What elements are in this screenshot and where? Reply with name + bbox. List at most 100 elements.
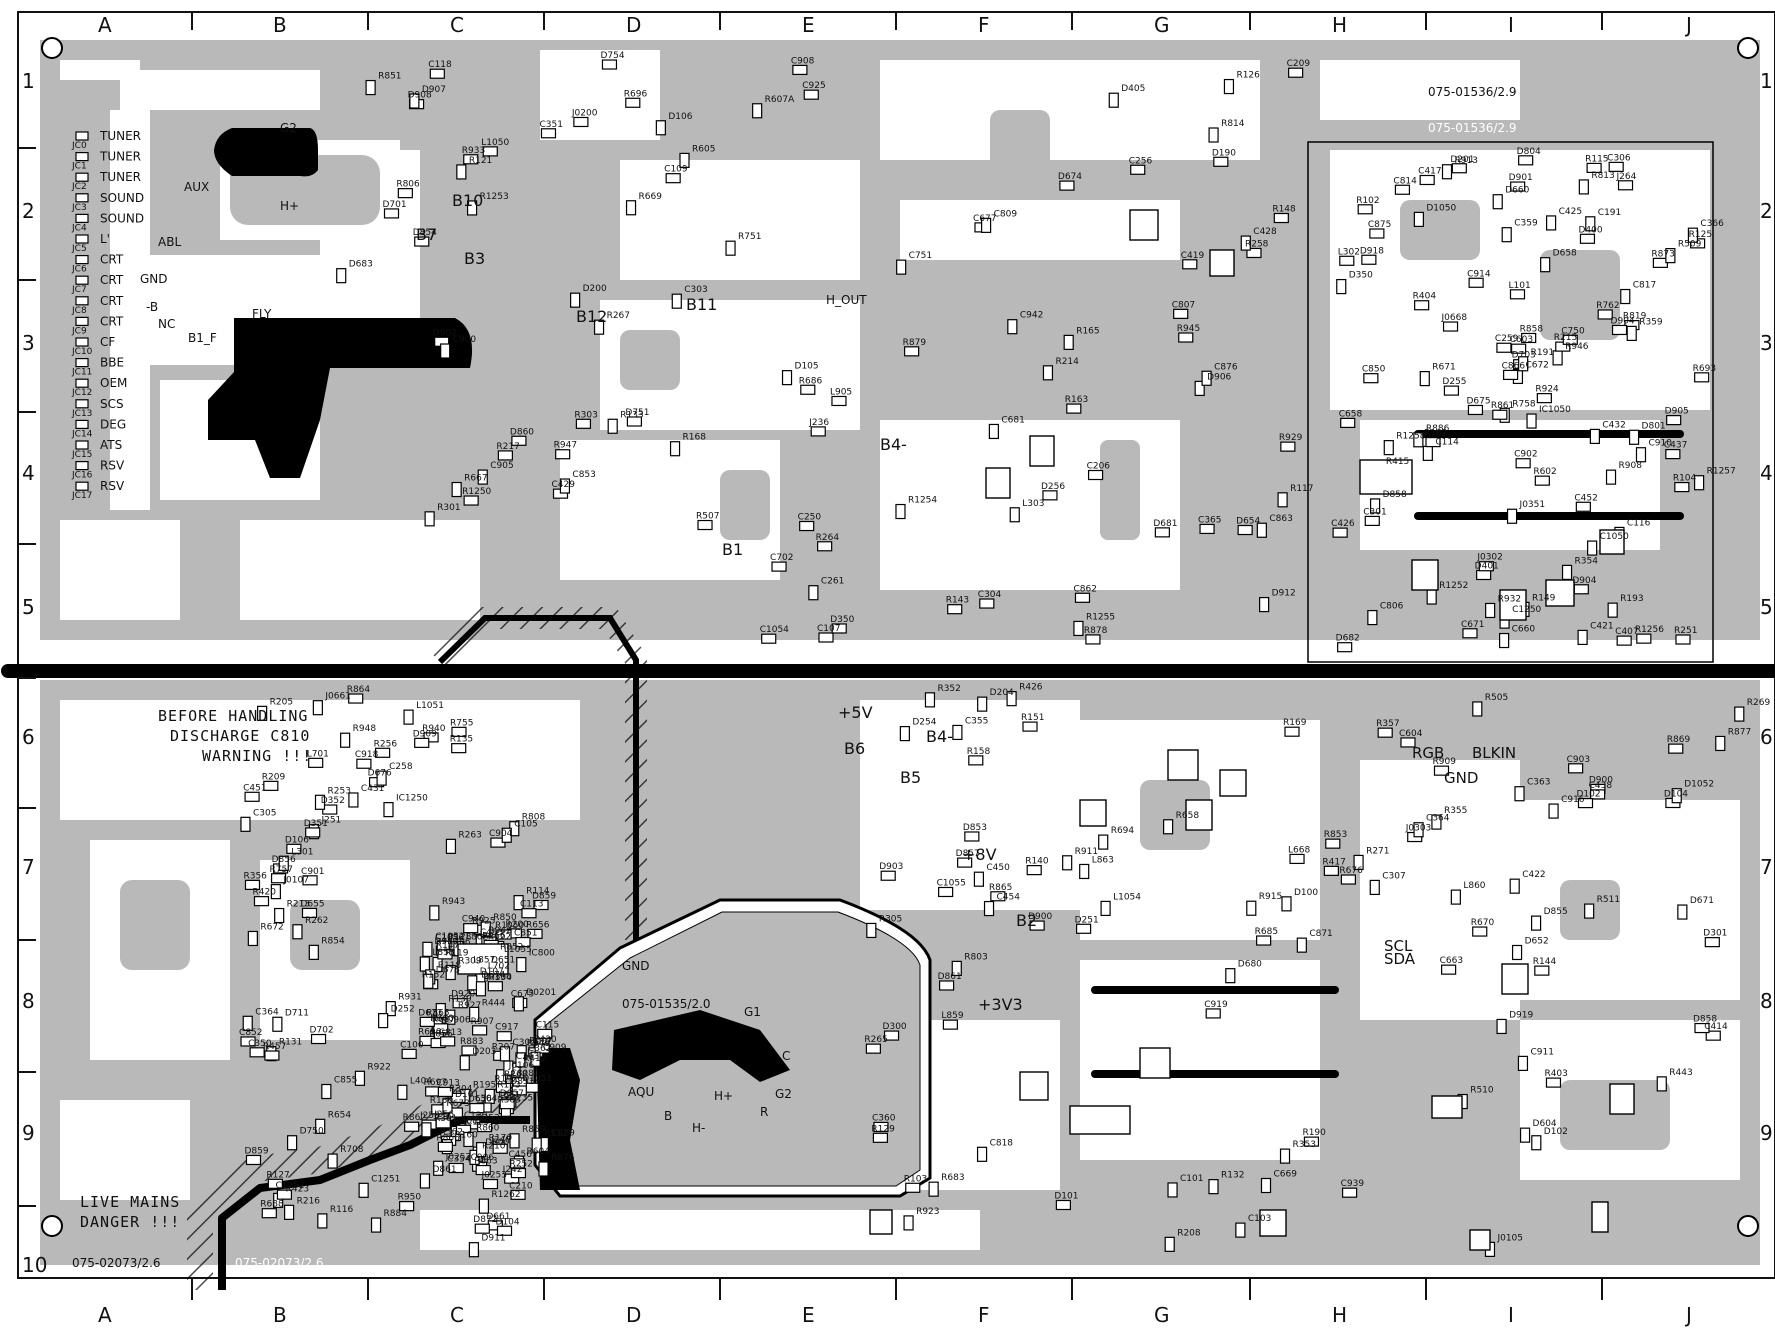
component-ref: R925 (472, 916, 495, 926)
component-footprint (475, 1164, 491, 1176)
component-footprint (1546, 215, 1557, 231)
connector-strip: JC0TUNERJC1TUNERJC2TUNERJC3SOUNDJC4SOUND… (71, 129, 144, 501)
component-footprint (1472, 701, 1483, 717)
component-ref: C671 (1461, 620, 1484, 630)
component-ref: IC1050 (1539, 405, 1571, 415)
grid-row-label: 6 (22, 725, 35, 749)
component-ref: C809 (994, 209, 1018, 219)
component-footprint (1130, 164, 1146, 175)
component-footprint (1442, 321, 1459, 332)
component-ref: D104 (496, 1217, 520, 1227)
connector-pin-label: JC6 (71, 265, 87, 275)
component-ref: R943 (442, 897, 465, 907)
component-ref: R852 (500, 942, 523, 952)
component-footprint (697, 519, 713, 531)
ic-package-outline (1185, 799, 1213, 831)
component-ref: R127 (266, 1170, 289, 1180)
component-ref: R923 (916, 1207, 939, 1217)
tp-3v3: +3V3 (978, 995, 1023, 1014)
grid-column-label: E (802, 13, 815, 37)
warning-line-3: WARNING !!! (202, 747, 312, 765)
component-footprint (482, 1178, 499, 1190)
component-ref: R922 (367, 1062, 390, 1072)
component-footprint (1492, 194, 1503, 210)
component-ref: L301 (291, 847, 313, 857)
component-footprint (414, 737, 430, 748)
component-ref: C658 (1339, 409, 1363, 419)
component-ref: D674 (1058, 172, 1082, 182)
component-footprint (1521, 332, 1537, 344)
component-ref: R927 (458, 1001, 481, 1011)
grid-column-label: J (1684, 13, 1692, 37)
component-footprint (1617, 180, 1634, 191)
component-footprint (482, 146, 498, 157)
component-footprint (1279, 1148, 1291, 1164)
component-ref: C366 (1700, 219, 1724, 229)
component-ref: R672 (260, 922, 283, 932)
component-footprint (1534, 965, 1550, 976)
mounting-holes (41, 37, 1759, 1237)
component-footprint (1377, 727, 1393, 738)
ic-package-outline (1139, 1047, 1171, 1079)
component-ref: R264 (816, 533, 840, 543)
component-footprint (496, 1069, 507, 1085)
component-ref: C304 (978, 590, 1002, 600)
component-footprint (515, 1052, 526, 1068)
component-ref: R213 (287, 900, 310, 910)
tp-b5: B5 (900, 768, 921, 787)
component-ref: R148 (1272, 205, 1296, 215)
component-footprint (1573, 584, 1589, 595)
component-footprint (1694, 475, 1705, 491)
component-ref: R851 (378, 72, 401, 82)
connector-signal-label: OEM (100, 376, 127, 390)
component-footprint (419, 1016, 435, 1027)
connector-signal-label: SCS (100, 397, 124, 411)
component-ref: D101 (1054, 1191, 1078, 1201)
component-footprint (1499, 632, 1510, 649)
component-footprint (1364, 515, 1380, 527)
component-ref: R116 (330, 1205, 354, 1215)
component-footprint (1383, 440, 1394, 456)
signal-sda: SDA (1384, 950, 1416, 968)
component-ref: R193 (1620, 594, 1643, 604)
component-ref: R162 (1424, 429, 1447, 439)
sub-board-black-copper (536, 1010, 790, 1190)
component-footprint (625, 200, 637, 216)
signal-neg-b: -B (146, 300, 158, 314)
component-ref: D301 (1703, 929, 1727, 939)
component-ref: R915 (1259, 892, 1282, 902)
component-ref: R865 (426, 1008, 449, 1018)
component-ref: C419 (1181, 251, 1205, 261)
component-footprint (475, 981, 487, 997)
component-footprint (397, 1084, 408, 1100)
component-ref: R129 (871, 1124, 895, 1134)
component-footprint (679, 152, 690, 168)
component-footprint (409, 93, 420, 109)
component-footprint (895, 503, 906, 520)
component-footprint (1467, 404, 1484, 416)
component-footprint (534, 1043, 550, 1054)
component-ref: D203 (472, 1047, 496, 1057)
grid-column-label: A (98, 13, 112, 37)
component-ref: R215 (1554, 333, 1577, 343)
component-ref: R876 (551, 1153, 575, 1163)
component-ref: C425 (1559, 207, 1582, 217)
component-footprint (284, 1204, 295, 1220)
component-ref: R864 (347, 685, 371, 695)
component-ref: R808 (522, 813, 546, 823)
component-ref: R697 (424, 1078, 447, 1088)
component-ref: R933 (462, 146, 485, 156)
component-ref: C901 (301, 867, 324, 877)
connector-pin-label: JC9 (71, 326, 87, 336)
component-footprint (1007, 319, 1018, 335)
component-footprint (423, 732, 439, 743)
component-footprint (1237, 524, 1253, 536)
component-ref: R304 (449, 1084, 473, 1094)
component-footprint (905, 1182, 921, 1193)
component-ref: L860 (1463, 881, 1485, 891)
connector-pad (75, 358, 89, 368)
component-footprint (1363, 373, 1379, 384)
component-ref: J235 (512, 1093, 533, 1103)
component-ref: R757 (270, 865, 293, 875)
